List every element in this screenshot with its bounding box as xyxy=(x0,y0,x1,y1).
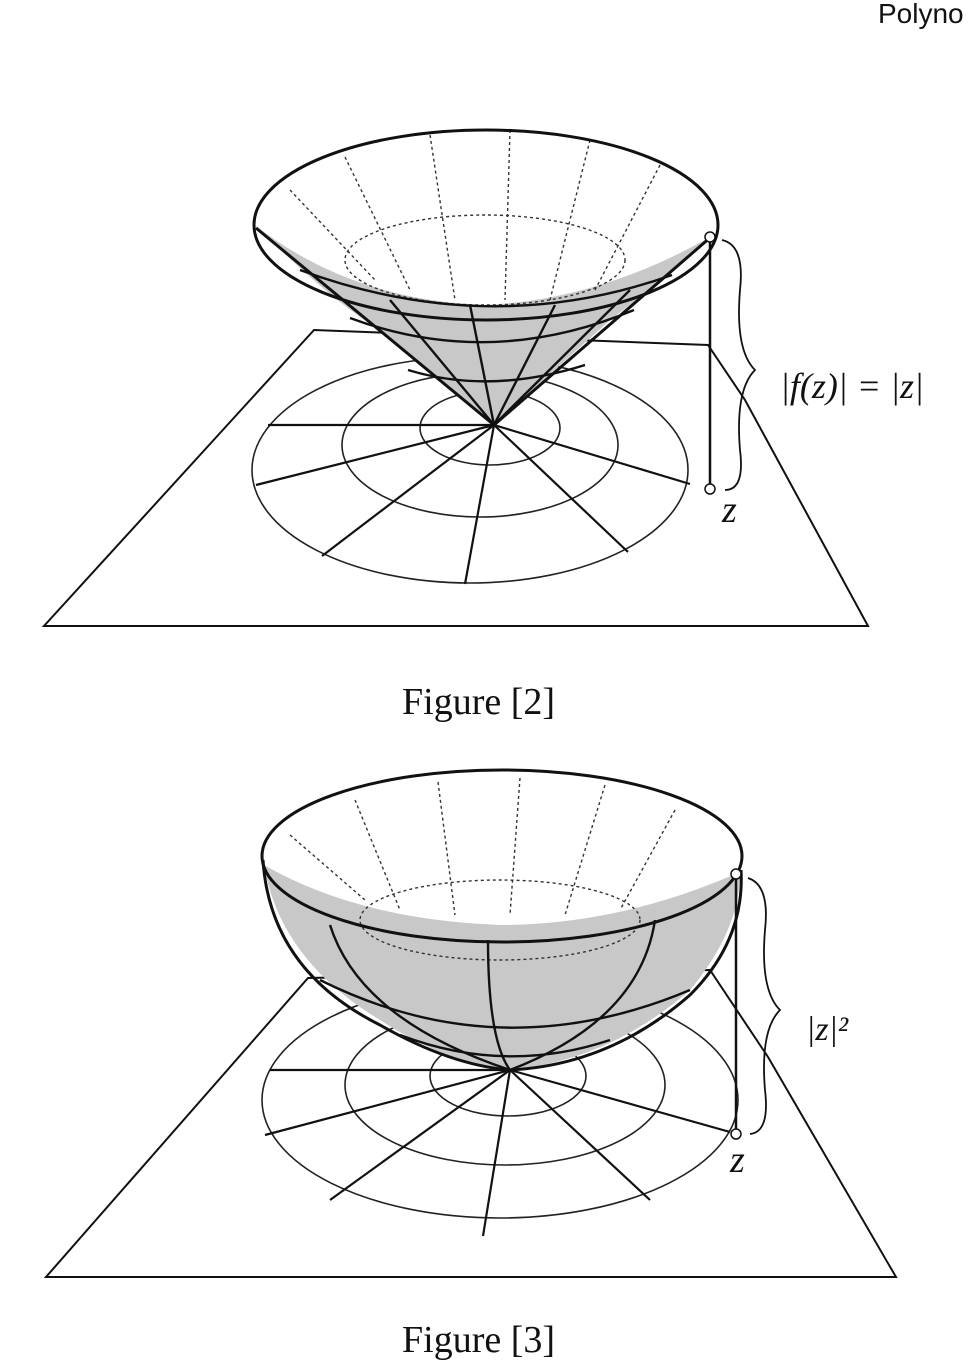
cone-front-lines xyxy=(299,268,673,426)
running-head: Polyno xyxy=(878,0,964,29)
cone-surface xyxy=(255,225,712,425)
plane-radials xyxy=(255,423,691,585)
z-label: z xyxy=(721,489,737,531)
height-brace xyxy=(747,877,782,1135)
height-label: |z|² xyxy=(806,1011,849,1048)
figure-3-caption: Figure [3] xyxy=(402,1319,556,1361)
plane-radials xyxy=(264,1068,731,1237)
plane-point-z xyxy=(704,483,716,495)
z-label: z xyxy=(729,1139,745,1181)
figure-3-diagram: |z|² z xyxy=(43,768,898,1278)
paraboloid-rim xyxy=(260,768,744,944)
figure-3: |z|² z xyxy=(0,740,976,1300)
complex-plane xyxy=(41,328,870,627)
paraboloid-surface xyxy=(264,865,740,1070)
height-label: |f(z)| = |z| xyxy=(780,366,924,406)
paraboloid-front-lines xyxy=(319,919,691,1072)
figure-2: |f(z)| = |z| z xyxy=(0,0,976,660)
plane-point-z xyxy=(730,1128,742,1140)
cone-hidden-lines xyxy=(289,129,661,306)
surface-point xyxy=(704,231,716,243)
paraboloid-hidden-lines xyxy=(289,777,676,961)
complex-plane xyxy=(43,968,898,1278)
height-brace xyxy=(721,239,757,491)
figure-2-diagram: |f(z)| = |z| z xyxy=(41,128,924,627)
surface-point xyxy=(730,868,742,880)
figure-2-caption: Figure [2] xyxy=(402,681,556,723)
cone-rim xyxy=(252,128,720,322)
